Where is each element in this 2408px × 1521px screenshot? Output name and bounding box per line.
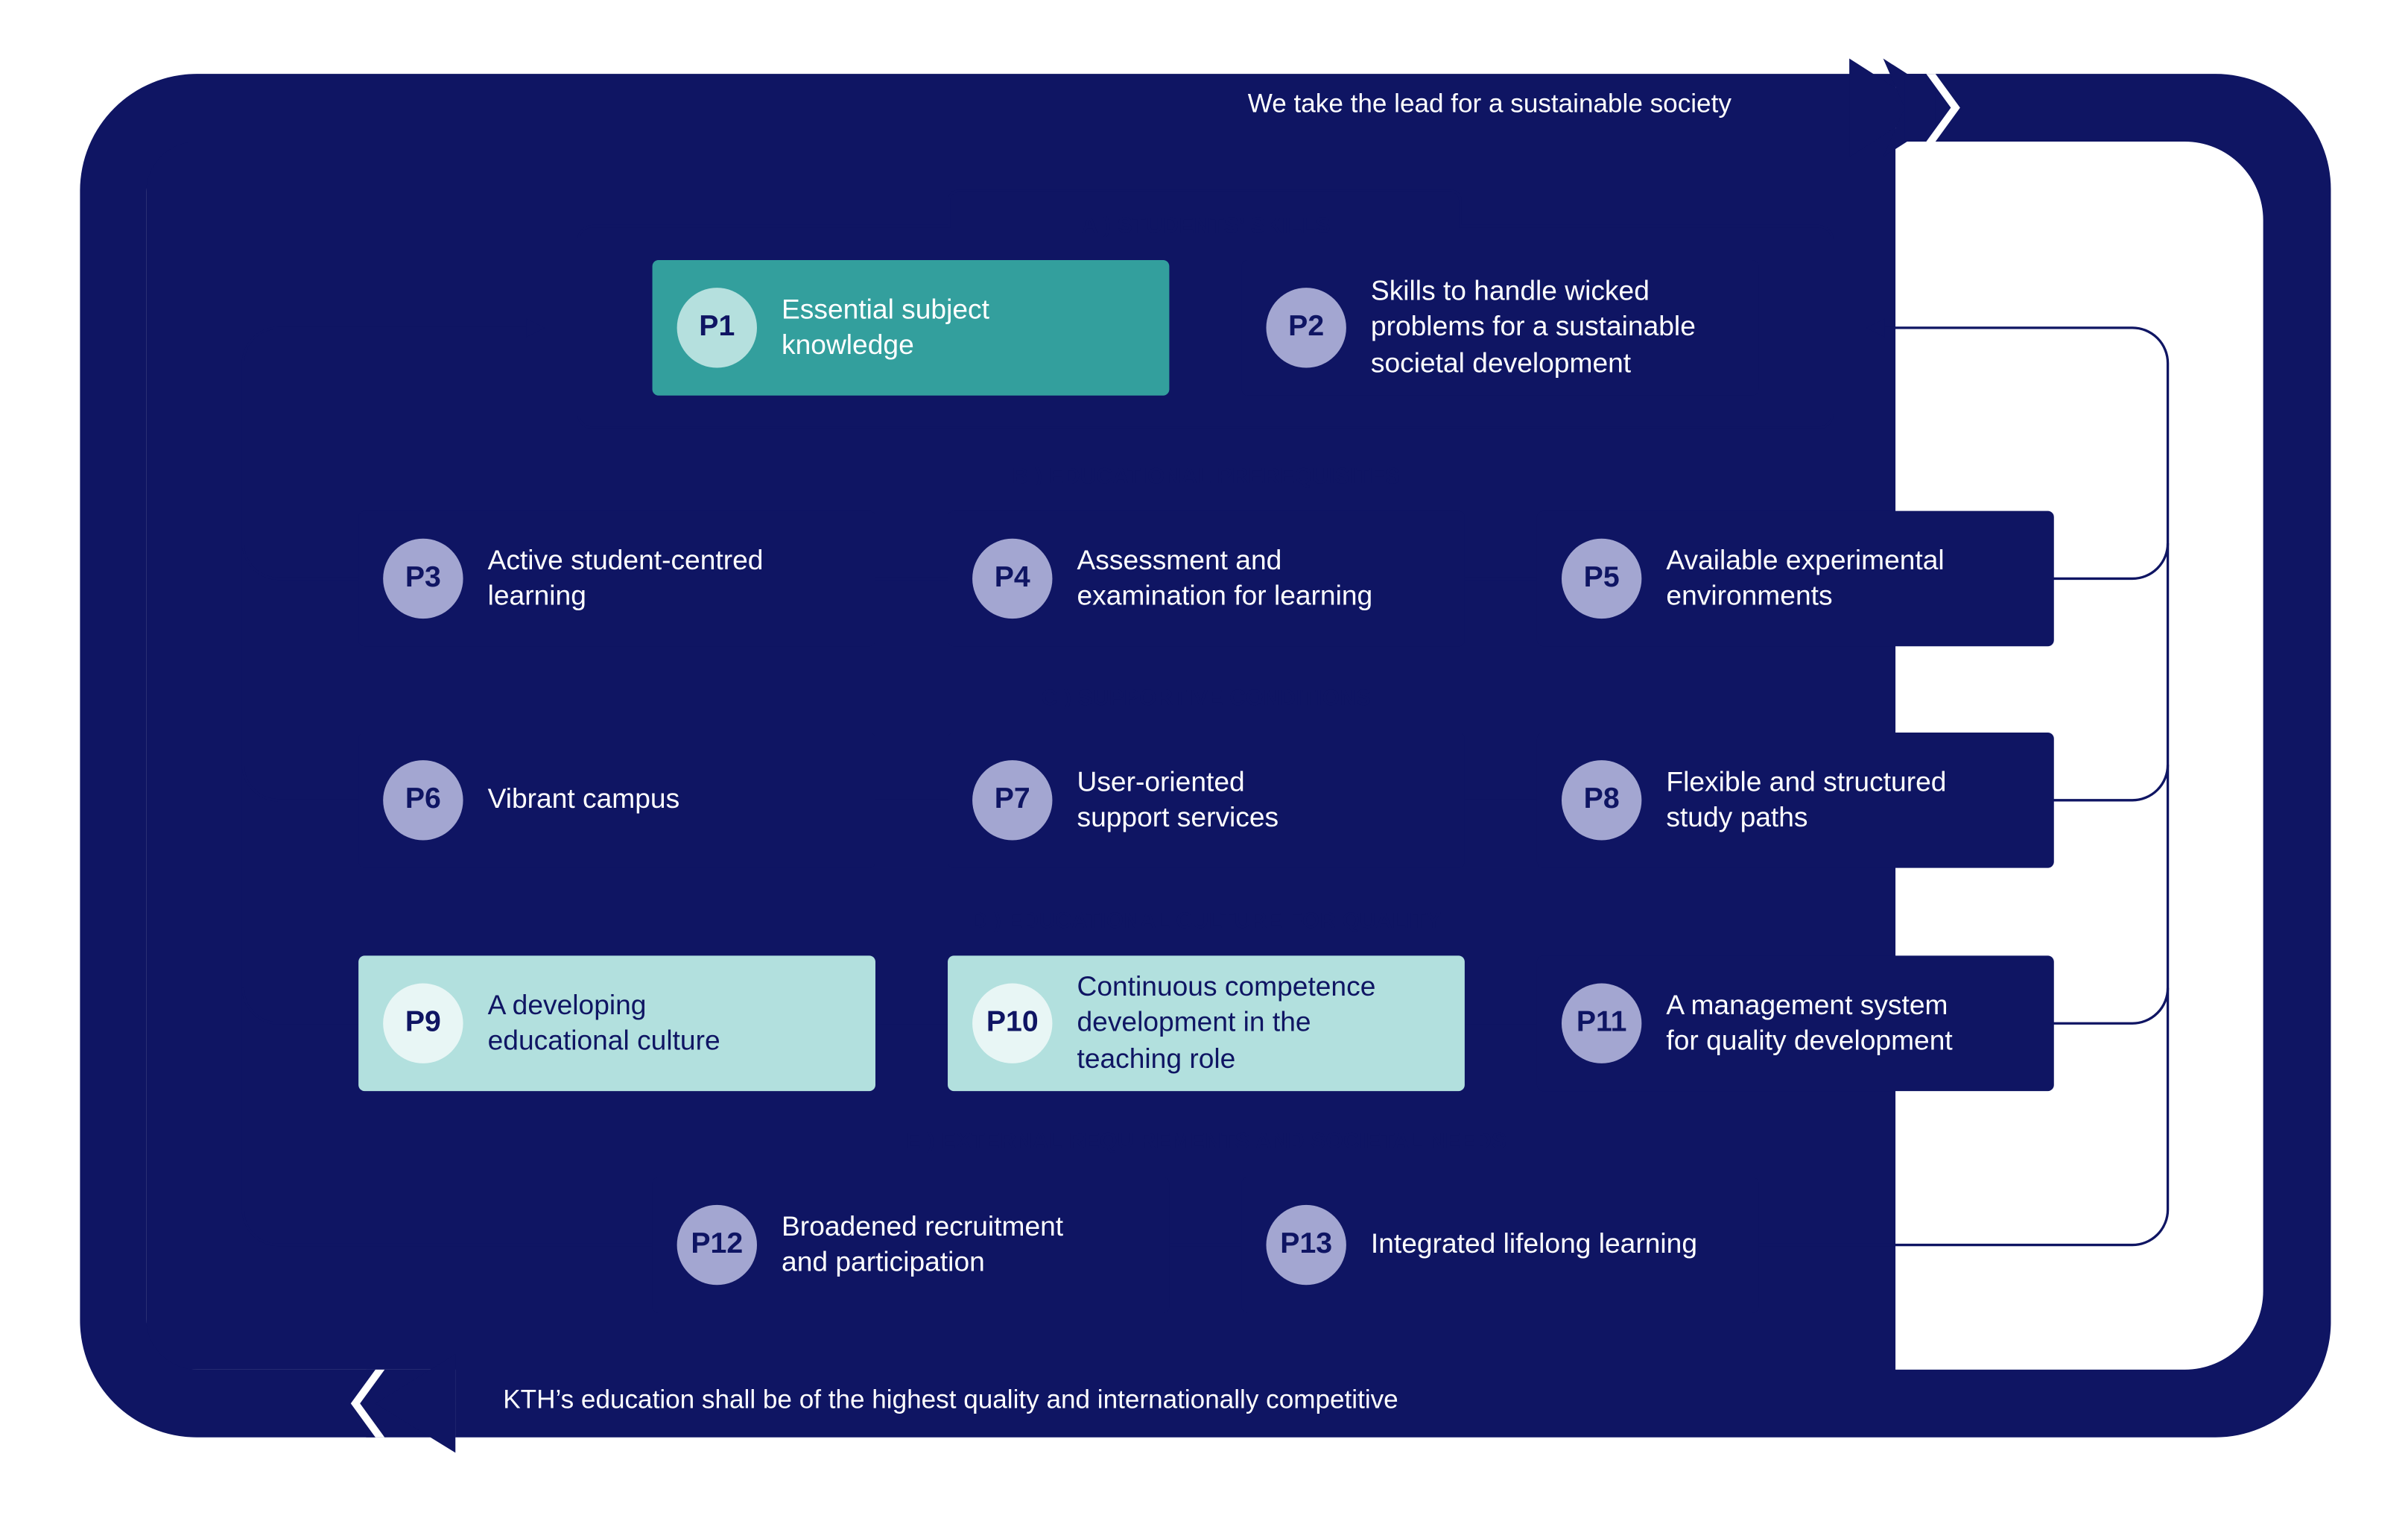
badge-p11: P11 <box>1561 983 1642 1063</box>
card-p1: P1 Essential subject knowledge <box>652 259 1170 396</box>
badge-p8: P8 <box>1561 760 1642 841</box>
card-p10: P10 Continuous competence development in… <box>948 955 1465 1092</box>
badge-p1: P1 <box>677 288 757 368</box>
card-p6-label: Vibrant campus <box>487 783 680 815</box>
top-banner-text: We take the lead for a sustainable socie… <box>1247 89 1731 119</box>
badge-p3: P3 <box>383 538 463 619</box>
badge-p12: P12 <box>677 1204 757 1286</box>
card-p9: P9 A developing educational culture <box>358 955 875 1092</box>
card-p12: P12 Broadened recruitment and participat… <box>652 1177 1170 1313</box>
card-p6: P6 Vibrant campus <box>358 732 875 868</box>
card-p4: P4 Assessment and examination for learni… <box>948 510 1465 647</box>
card-p7: P7 User-oriented support services <box>948 732 1465 868</box>
section-a-box <box>577 189 1834 429</box>
card-p2: P2 Skills to handle wicked problems for … <box>1241 259 1759 396</box>
card-p12-label: Broadened recruitment and participation <box>782 1210 1064 1277</box>
card-p11: P11 A management system for quality deve… <box>1536 955 2054 1092</box>
bottom-banner-text: KTH’s education shall be of the highest … <box>503 1385 1398 1414</box>
card-p4-label: Assessment and examination for learning <box>1077 543 1373 611</box>
bottom-arrow-head <box>375 1354 456 1453</box>
card-p8: P8 Flexible and structured study paths <box>1536 732 2054 868</box>
badge-p9: P9 <box>383 983 463 1063</box>
card-p10-label: Continuous competence development in the… <box>1077 970 1376 1074</box>
badge-p7: P7 <box>972 760 1053 841</box>
badge-p4: P4 <box>972 538 1053 619</box>
card-p7-label: User-oriented support services <box>1077 765 1279 833</box>
badge-p13: P13 <box>1266 1204 1346 1286</box>
section-e-title: E ) EXTERNAL REQUIREMENTS AND SOCIETAL N… <box>905 1129 1507 1154</box>
card-p2-label: Skills to handle wicked problems for a s… <box>1370 275 1696 379</box>
card-p13: P13 Integrated lifelong learning <box>1241 1177 1759 1313</box>
left-feedback-line <box>241 326 654 1247</box>
card-p8-label: Flexible and structured study paths <box>1666 765 1947 833</box>
section-a-title: A ) STUDENTS’ SKILLS <box>1081 214 1331 239</box>
card-p9-label: A developing educational culture <box>487 988 720 1056</box>
card-p3: P3 Active student-centred learning <box>358 510 875 647</box>
badge-p2: P2 <box>1266 288 1346 368</box>
badge-p5: P5 <box>1561 538 1642 619</box>
section-b-title: B ) EDUCATIONAL PREREQUISITES <box>1012 464 1401 490</box>
right-feedback-line <box>1757 326 2170 1247</box>
card-p3-label: Active student-centred learning <box>487 543 764 611</box>
badge-p6: P6 <box>383 760 463 841</box>
section-c-title: C ) SUPPORTIVE CONDITIONS <box>1041 686 1372 712</box>
card-p13-label: Integrated lifelong learning <box>1370 1228 1698 1259</box>
card-p1-label: Essential subject knowledge <box>782 293 989 361</box>
card-p5: P5 Available experimental environments <box>1536 510 2054 647</box>
left-feedback-arrowhead <box>526 318 545 338</box>
card-p11-label: A management system for quality developm… <box>1666 988 1953 1056</box>
section-d-title: D ) EDUCATIONAL CULTURE FOR QUALITY <box>971 909 1442 935</box>
top-arrow-head <box>1849 58 1927 157</box>
badge-p10: P10 <box>972 983 1053 1063</box>
right-feedback-arrowhead <box>1866 318 1885 338</box>
card-p5-label: Available experimental environments <box>1666 543 1945 611</box>
